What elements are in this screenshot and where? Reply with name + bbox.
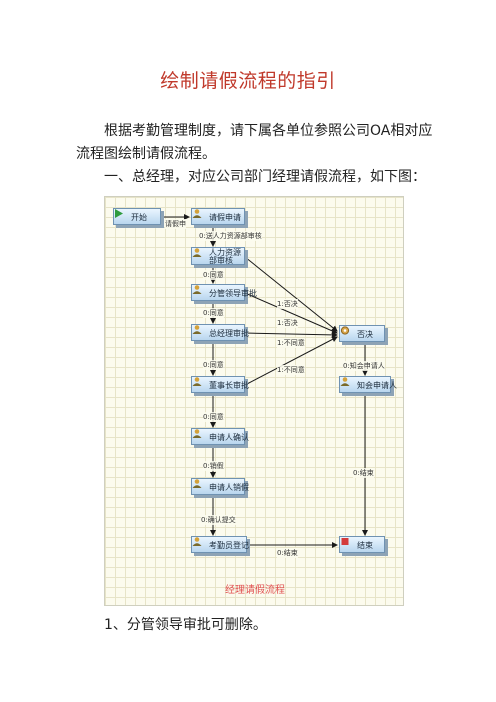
section-heading: 一、总经理，对应公司部门经理请假流程，如下图： — [104, 169, 426, 185]
edge-label-attendance-end: 0:结束 — [277, 548, 298, 558]
node-applicant-cancel-label: 申请人销假 — [209, 483, 249, 492]
node-start-label: 开始 — [131, 213, 147, 222]
edge-label-hr-reject: 1:否决 — [277, 299, 298, 309]
edge-label-apply-hr: 0:送人力资源部审核 — [199, 231, 262, 241]
stop-icon — [341, 538, 349, 545]
intro-text: 根据考勤管理制度，请下属各单位参照公司OA相对应流程图绘制请假流程。 — [76, 123, 433, 162]
edge-label-hr-leader: 0:同意 — [203, 270, 224, 280]
node-apply-label: 请假申请 — [209, 213, 241, 222]
node-reject[interactable]: 否决 — [339, 325, 385, 342]
person-icon — [192, 377, 202, 386]
node-applicant-cancel[interactable]: 申请人销假 — [191, 478, 249, 495]
node-chairman[interactable]: 董事长审批 — [191, 376, 249, 393]
edge-label-gm-reject: 1:不同意 — [277, 338, 305, 348]
edge-leader-reject — [244, 292, 338, 334]
node-reject-label: 否决 — [357, 330, 373, 339]
person-icon — [192, 537, 202, 546]
edge-label-cancel-attendance: 0:确认提交 — [201, 515, 236, 525]
node-notify-label: 知会申请人 — [357, 381, 397, 390]
edge-label-leader-gm: 0:同意 — [203, 308, 224, 318]
person-icon — [192, 325, 202, 334]
edge-label-chairman-confirm: 0:同意 — [203, 412, 224, 422]
flow-connectors — [160, 214, 368, 548]
node-apply[interactable]: 请假申请 — [191, 208, 245, 225]
edge-label-notify-end: 0:结束 — [353, 468, 374, 478]
edge-label-chairman-reject: 1:不同意 — [277, 365, 305, 375]
node-attendance[interactable]: 考勤员登记 — [191, 536, 249, 553]
play-icon — [115, 209, 123, 218]
node-gm[interactable]: 总经理审批 — [191, 324, 249, 341]
edge-gm-reject — [244, 331, 338, 338]
edge-chairman-reject — [244, 336, 338, 386]
node-hr[interactable]: 人力资源部审核 — [191, 247, 245, 265]
node-gm-label: 总经理审批 — [209, 329, 249, 338]
node-leader[interactable]: 分管领导审批 — [191, 284, 257, 301]
edge-label-start-apply: 请假申 — [165, 219, 186, 229]
node-leader-label: 分管领导审批 — [209, 289, 257, 298]
note-paragraph: 1、分管领导审批可删除。 — [104, 617, 267, 633]
node-end[interactable]: 结束 — [339, 536, 385, 553]
document-title: 绘制请假流程的指引 — [160, 70, 336, 92]
gear-icon — [340, 326, 350, 335]
edge-label-confirm-cancel: 0:销假 — [203, 461, 224, 471]
leave-flow-diagram: 开始 请假申请 人力资源部审核 分管领导审批 总经理审批 董事长审批 申请人确认… — [104, 196, 404, 606]
edge-label-gm-chairman: 0:同意 — [203, 360, 224, 370]
person-icon — [192, 285, 202, 294]
node-chairman-label: 董事长审批 — [209, 381, 249, 390]
person-icon — [192, 248, 202, 257]
node-applicant-confirm-label: 申请人确认 — [209, 433, 249, 442]
edge-label-leader-reject: 1:否决 — [277, 318, 298, 328]
intro-paragraph: 根据考勤管理制度，请下属各单位参照公司OA相对应流程图绘制请假流程。 — [76, 120, 436, 166]
node-hr-label: 人力资源部审核 — [209, 248, 241, 265]
person-icon — [192, 429, 202, 438]
person-icon — [192, 209, 202, 218]
diagram-caption: 经理请假流程 — [225, 585, 285, 596]
node-end-label: 结束 — [357, 541, 373, 550]
person-icon — [340, 377, 350, 386]
node-attendance-label: 考勤员登记 — [209, 541, 249, 550]
person-icon — [192, 479, 202, 488]
edge-label-reject-notify: 0:知会申请人 — [343, 361, 385, 371]
node-applicant-confirm[interactable]: 申请人确认 — [191, 428, 249, 445]
node-notify[interactable]: 知会申请人 — [339, 376, 397, 393]
edge-hr-reject — [244, 256, 338, 332]
node-start[interactable]: 开始 — [113, 208, 161, 225]
